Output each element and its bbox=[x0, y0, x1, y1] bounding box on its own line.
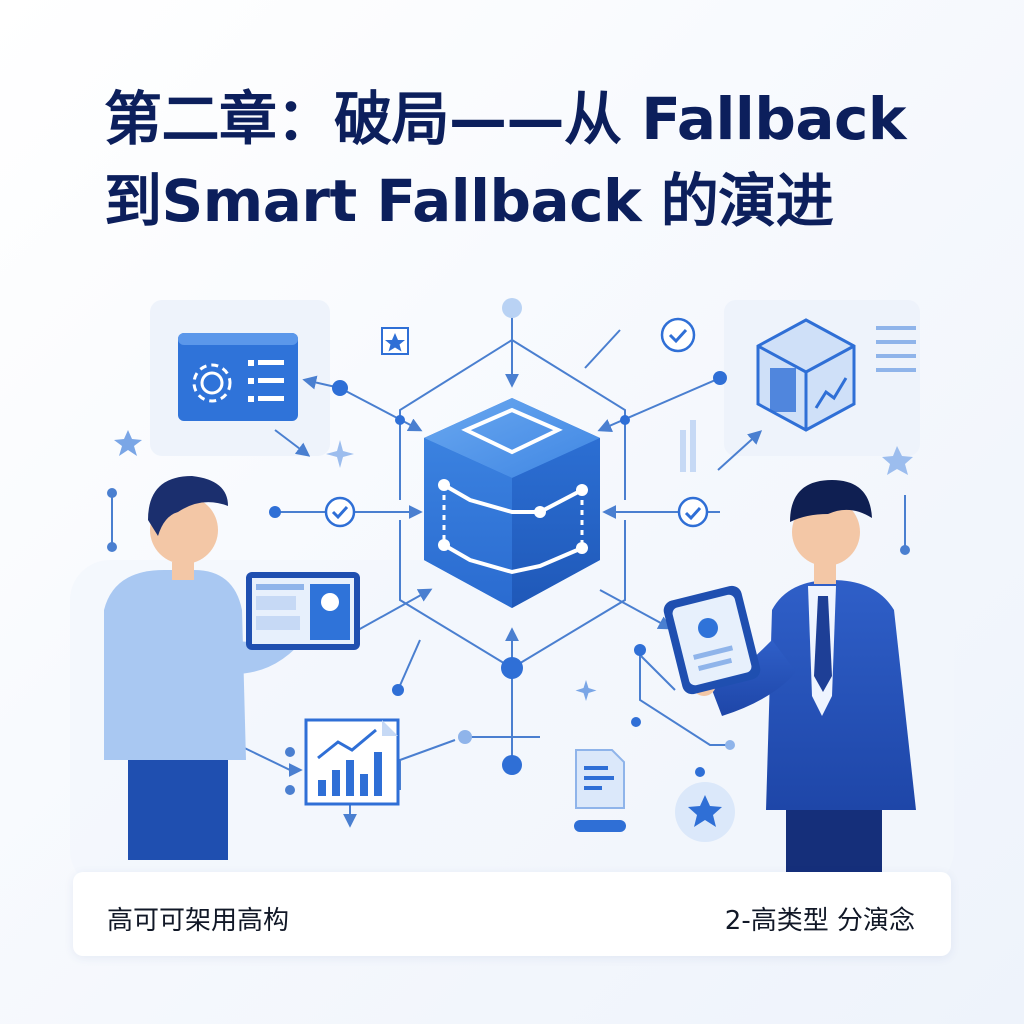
settings-window-icon bbox=[178, 333, 298, 421]
page-title: 第二章：破局——从 Fallback 到Smart Fallback 的演进 bbox=[104, 78, 984, 242]
star-icon bbox=[114, 430, 142, 456]
cube-chart-icon bbox=[756, 318, 916, 432]
document-icon bbox=[574, 749, 626, 832]
tablet-icon bbox=[246, 572, 360, 650]
check-icon bbox=[324, 496, 356, 528]
central-cube-icon bbox=[424, 398, 600, 608]
phone-icon bbox=[663, 585, 761, 695]
check-icon bbox=[660, 317, 696, 353]
gear-icon bbox=[192, 363, 232, 403]
title-line-1: 第二章：破局——从 Fallback bbox=[104, 85, 906, 153]
title-line-2: 到Smart Fallback 的演进 bbox=[104, 167, 834, 235]
star-icon bbox=[381, 327, 409, 355]
star-icon bbox=[882, 446, 913, 475]
sparkle-icon bbox=[326, 440, 354, 468]
star-badge-icon bbox=[675, 782, 735, 842]
footer-right-label: 2-高类型 分演念 bbox=[724, 906, 915, 936]
left-person bbox=[104, 476, 312, 860]
network-lines bbox=[111, 310, 906, 828]
check-icon bbox=[677, 496, 709, 528]
decorative-bars bbox=[680, 420, 696, 472]
bar-chart-icon bbox=[304, 718, 400, 806]
footer-bar: 高可可架用高构 2-高类型 分演念 bbox=[73, 872, 951, 956]
footer-left-label: 高可可架用高构 bbox=[107, 906, 290, 936]
sparkle-icon bbox=[575, 680, 597, 701]
